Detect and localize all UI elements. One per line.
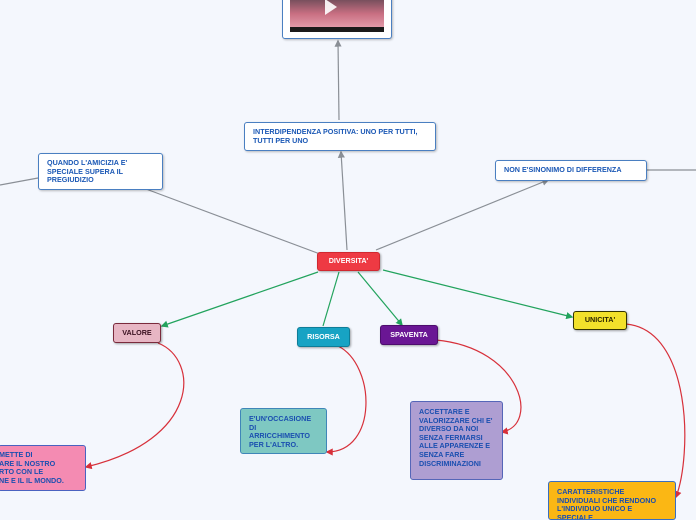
node-permette[interactable]: METTE DI ARE IL NOSTRO RTO CON LE NE E I… (0, 445, 86, 491)
link-center-valore (160, 271, 319, 328)
node-spaventa[interactable]: SPAVENTA (380, 325, 438, 345)
video-thumbnail[interactable] (282, 0, 392, 39)
link-risorsa-occasione (325, 345, 367, 456)
link-unicita-caratteristiche (625, 323, 686, 499)
node-sinonimo[interactable]: NON E'SINONIMO DI DIFFERENZA (495, 160, 647, 181)
link-center-risorsa (322, 271, 340, 327)
node-caratteristiche[interactable]: CARATTERISTICHE INDIVIDUALI CHE RENDONO … (548, 481, 676, 520)
node-accettare[interactable]: ACCETTARE E VALORIZZARE CHI E' DIVERSO D… (410, 401, 503, 480)
video-control-bar (290, 27, 384, 32)
play-icon[interactable] (325, 0, 337, 15)
link-amicizia-left (0, 177, 39, 186)
node-interdipendenza[interactable]: INTERDIPENDENZA POSITIVA: UNO PER TUTTI,… (244, 122, 436, 151)
node-center-diversita[interactable]: DIVERSITA' (317, 252, 380, 271)
link-center-sinonimo (375, 178, 550, 251)
video-frame (290, 0, 384, 29)
link-center-amicizia (145, 188, 321, 255)
link-center-spaventa (357, 271, 403, 327)
node-unicita[interactable]: UNICITA' (573, 311, 627, 330)
node-amicizia[interactable]: QUANDO L'AMICIZIA E' SPECIALE SUPERA IL … (38, 153, 163, 190)
link-valore-permette (84, 342, 185, 470)
link-spaventa-accettare (435, 339, 522, 435)
node-valore[interactable]: VALORE (113, 323, 161, 343)
node-occasione[interactable]: E'UN'OCCASIONE DI ARRICCHIMENTO PER L'AL… (240, 408, 327, 454)
node-risorsa[interactable]: RISORSA (297, 327, 350, 347)
link-interdipendenza-video (334, 39, 342, 121)
link-center-unicita (382, 269, 574, 320)
link-center-interdipendenza (337, 150, 348, 251)
